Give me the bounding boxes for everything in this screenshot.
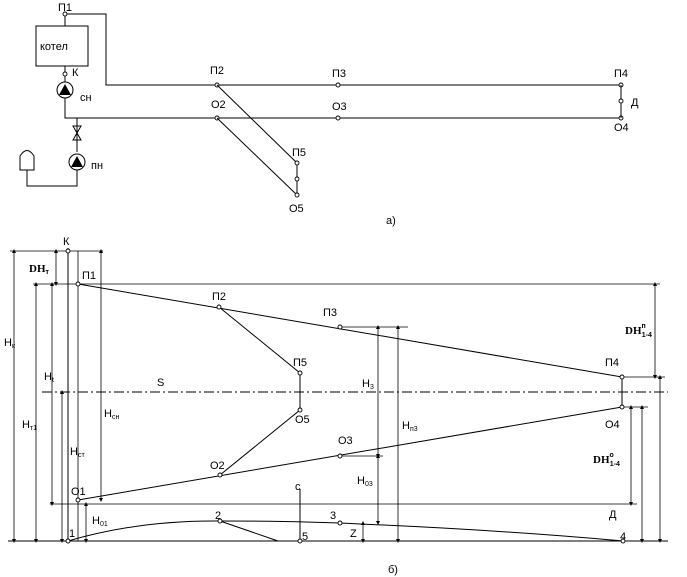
label-k: К xyxy=(72,67,79,79)
label-hp3: Hп3 xyxy=(402,420,418,433)
glabel-o3: О3 xyxy=(338,435,353,447)
gnode-k xyxy=(65,248,71,254)
gnode-p5 xyxy=(297,370,303,376)
node-o5 xyxy=(294,192,300,198)
glabel-p1: П1 xyxy=(82,270,96,282)
return-piezo xyxy=(77,406,623,501)
label-o3: О3 xyxy=(332,101,347,113)
gnode-o5 xyxy=(297,407,303,413)
makeup-tank xyxy=(19,150,35,171)
glabel-d: Д xyxy=(609,509,617,521)
glabel-p4: П4 xyxy=(605,357,619,369)
branch-supply xyxy=(216,84,298,164)
label-ht: Ht xyxy=(44,371,54,384)
gnode-o3 xyxy=(337,453,343,459)
check-valve-icon-2 xyxy=(72,131,82,141)
gnode-o1 xyxy=(75,497,81,503)
node-p3 xyxy=(335,82,341,88)
pressure-graph: S xyxy=(4,236,668,576)
branch-ground xyxy=(219,520,279,542)
glabel-2: 2 xyxy=(215,510,221,522)
check-valve-icon xyxy=(72,125,82,135)
label-p2: П2 xyxy=(210,65,224,77)
circulation-pump-icon xyxy=(59,84,71,95)
node-o3 xyxy=(335,115,341,121)
glabel-o1: О1 xyxy=(71,486,86,498)
label-ho1: H01 xyxy=(92,515,108,528)
gnode-4 xyxy=(620,538,626,544)
glabel-5: 5 xyxy=(302,531,308,543)
label-circ-pump: сн xyxy=(80,92,92,104)
node-p5 xyxy=(294,160,300,166)
label-d: Д xyxy=(631,97,639,109)
gnode-o4 xyxy=(619,404,625,410)
supply-line-p1 xyxy=(64,13,621,86)
glabel-p2: П2 xyxy=(212,291,226,303)
glabel-o5: О5 xyxy=(295,414,310,426)
supply-piezo xyxy=(77,283,623,378)
label-ht1: Hт1 xyxy=(22,419,37,432)
label-o2: О2 xyxy=(211,99,226,111)
feed-pump-icon xyxy=(71,156,83,167)
makeup-line xyxy=(26,170,78,187)
branch-return xyxy=(216,117,298,196)
label-h3: H3 xyxy=(362,378,374,391)
glabel-4: 4 xyxy=(620,531,626,543)
label-dht: DHт xyxy=(29,263,50,276)
node-p1 xyxy=(62,11,68,17)
glabel-p5: П5 xyxy=(293,357,307,369)
branch-piezo xyxy=(218,306,301,476)
caption-a: а) xyxy=(386,215,396,227)
gnode-p2 xyxy=(216,304,222,310)
network-scheme: котел П1 К сн пн П2 П3 П4 О2 О3 xyxy=(19,2,639,227)
node-k xyxy=(62,71,68,77)
label-p5: П5 xyxy=(292,147,306,159)
gnode-3 xyxy=(337,520,343,526)
gnode-p1 xyxy=(75,281,81,287)
label-hst: Hст xyxy=(70,446,85,459)
label-ho3: H03 xyxy=(357,475,373,488)
boiler-label: котел xyxy=(40,41,68,53)
glabel-z: Z xyxy=(350,528,357,540)
gnode-2 xyxy=(217,518,223,524)
return-line xyxy=(64,98,621,119)
glabel-c: с xyxy=(295,481,301,493)
gnode-p3 xyxy=(337,324,343,330)
glabel-o2: О2 xyxy=(210,460,225,472)
label-o4: О4 xyxy=(614,122,629,134)
glabel-1: 1 xyxy=(69,528,75,540)
node-5-mid xyxy=(294,176,300,182)
label-feed-pump: пн xyxy=(91,160,103,172)
label-p4: П4 xyxy=(614,68,628,80)
label-o5: О5 xyxy=(289,203,304,215)
gnode-5 xyxy=(297,538,303,544)
node-d xyxy=(618,98,624,104)
label-s: S xyxy=(157,377,164,389)
boiler-box xyxy=(35,25,89,67)
label-hsn: Hсн xyxy=(104,408,119,421)
gnode-p4 xyxy=(619,374,625,380)
glabel-k: К xyxy=(63,236,70,248)
label-hk: Hк xyxy=(4,337,16,350)
ground-profile xyxy=(67,520,624,542)
glabel-3: 3 xyxy=(330,510,336,522)
glabel-p3: П3 xyxy=(323,307,337,319)
label-p1: П1 xyxy=(58,2,72,14)
label-p3: П3 xyxy=(332,68,346,80)
caption-b: б) xyxy=(388,564,398,576)
gnode-o2 xyxy=(217,472,223,478)
gnode-1 xyxy=(65,538,71,544)
glabel-o4: О4 xyxy=(605,419,620,431)
